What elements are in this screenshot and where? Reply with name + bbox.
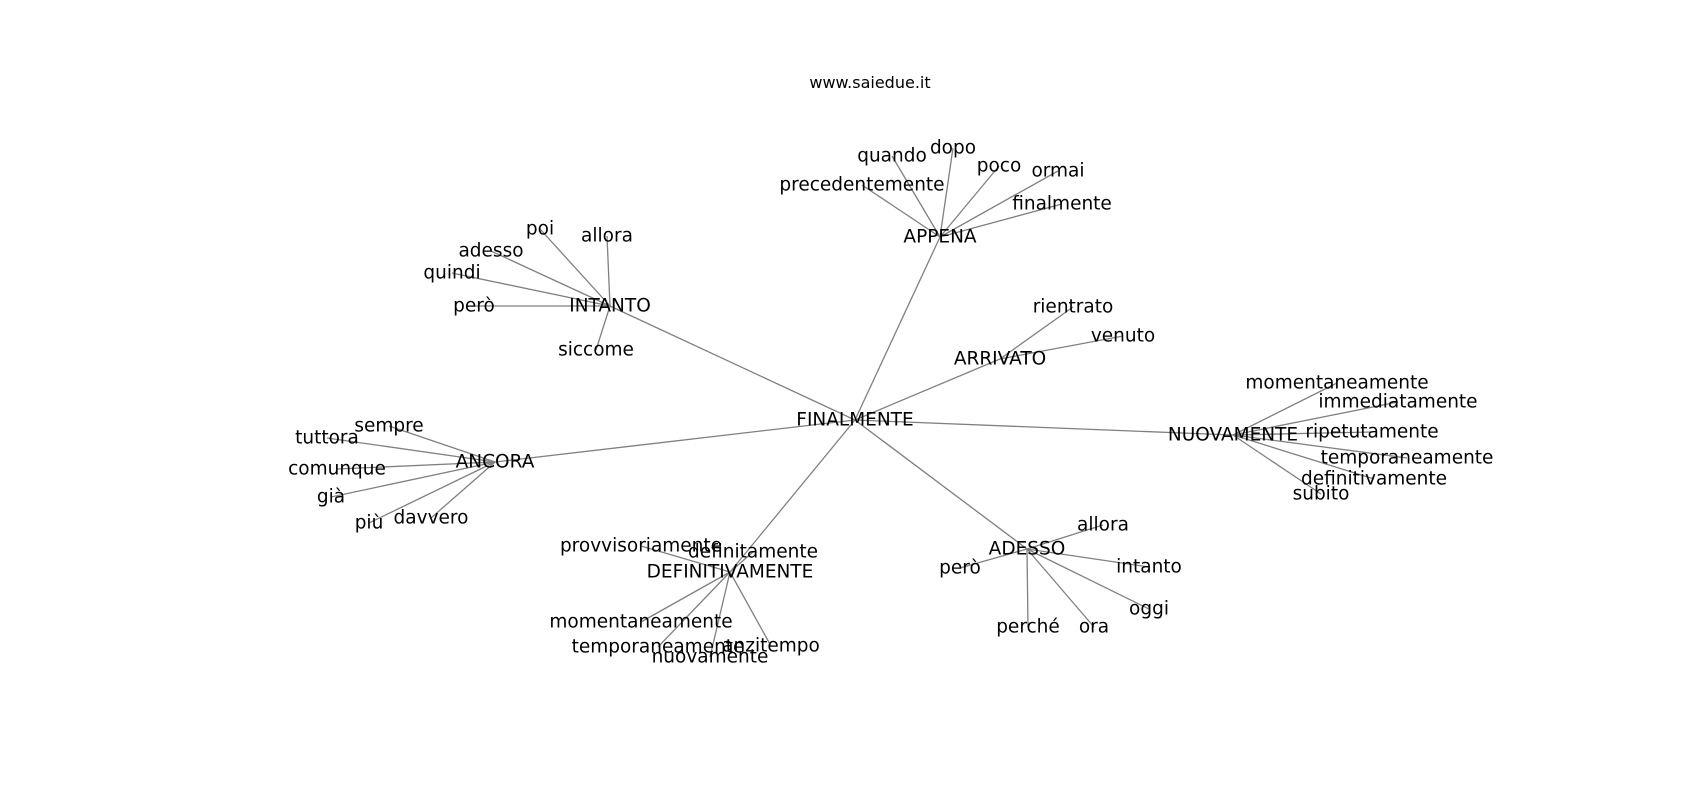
node-ancora: ANCORA (456, 452, 535, 473)
node-adesso-perche: perché (996, 617, 1060, 638)
node-def-definitamente: definitamente (688, 542, 818, 563)
edge-definitivamente-def_provvisoriamente (640, 545, 731, 573)
edge-intanto-intanto_adesso (490, 250, 611, 307)
edge-nuovamente-nuov_subito (1232, 434, 1322, 495)
node-intanto-siccome: siccome (558, 340, 634, 361)
node-definitivamente: DEFINITIVAMENTE (647, 562, 814, 583)
node-intanto: INTANTO (569, 296, 651, 317)
edge-ancora-ancora_gia (330, 461, 496, 498)
node-def-temporaneamente: temporaneamente (572, 637, 745, 658)
edge-finalmente-ancora (494, 419, 856, 463)
edge-finalmente-definitivamente (729, 419, 856, 573)
edge-definitivamente-def_momentaneamente (640, 571, 731, 623)
edge-ancora-ancora_sempre (388, 425, 496, 463)
node-appena: APPENA (903, 227, 976, 248)
node-appena-ormai: ormai (1031, 161, 1084, 182)
edge-ancora-ancora_comunque (336, 461, 496, 470)
node-intanto-pero: però (453, 296, 495, 317)
node-appena-quando: quando (857, 146, 927, 167)
node-nuov-subito: subito (1293, 484, 1350, 505)
node-intanto-poi: poi (526, 219, 554, 240)
edge-adesso-adesso_pero (959, 548, 1028, 569)
edge-arrivato-arrivato_rientrato (999, 306, 1074, 360)
node-finalmente: FINALMENTE (796, 410, 913, 431)
node-def-momentaneamente: momentaneamente (549, 612, 732, 633)
edge-adesso-adesso_perche (1026, 548, 1029, 628)
node-ancora-sempre: sempre (354, 416, 423, 437)
node-arrivato-venuto: venuto (1091, 326, 1155, 347)
edge-appena-appena_quando (891, 155, 941, 238)
edge-nuovamente-nuov_momentaneamente (1232, 382, 1338, 436)
edge-appena-appena_finalmente (939, 203, 1063, 238)
edge-finalmente-appena (854, 236, 941, 421)
node-nuov-definitivamente: definitivamente (1301, 469, 1447, 490)
edge-ancora-ancora_tuttora (326, 437, 496, 463)
node-ancora-piu: più (355, 513, 384, 534)
edge-appena-appena_poco (939, 165, 1000, 238)
node-ancora-tuttora: tuttora (295, 428, 359, 449)
edge-nuovamente-nuov_temporaneamente (1232, 434, 1408, 459)
edge-finalmente-adesso (854, 419, 1028, 550)
node-ancora-comunque: comunque (288, 459, 386, 480)
edge-ancora-ancora_piu (368, 461, 496, 524)
node-ancora-davvero: davvero (394, 508, 469, 529)
edge-appena-appena_dopo (939, 147, 954, 238)
edge-intanto-intanto_quindi (451, 272, 611, 307)
edge-adesso-adesso_allora (1026, 524, 1104, 550)
node-adesso-oggi: oggi (1129, 599, 1169, 620)
node-nuov-momentaneamente: momentaneamente (1245, 373, 1428, 394)
edge-finalmente-nuovamente (854, 419, 1234, 436)
node-arrivato-rientrato: rientrato (1033, 297, 1114, 318)
edge-intanto-intanto_poi (539, 228, 611, 307)
labels-layer: FINALMENTE APPENA INTANTO ARRIVATO NUOVAMENT… (288, 138, 1493, 668)
edge-definitivamente-def_nuovamente (709, 571, 731, 658)
edge-nuovamente-nuov_ripetutamente (1232, 431, 1373, 436)
edge-nuovamente-nuov_immediatamente (1232, 401, 1399, 436)
edge-arrivato-arrivato_venuto (999, 335, 1124, 360)
edge-adesso-adesso_ora (1026, 548, 1095, 628)
node-def-provvisoriamente: provvisoriamente (560, 536, 722, 557)
edge-intanto-intanto_allora (606, 235, 611, 307)
node-def-nuovamente: nuovamente (652, 647, 769, 668)
edge-finalmente-intanto (609, 305, 856, 421)
node-arrivato: ARRIVATO (954, 349, 1046, 370)
node-adesso-intanto: intanto (1116, 557, 1182, 578)
node-nuov-temporaneamente: temporaneamente (1321, 448, 1494, 469)
edge-finalmente-arrivato (854, 358, 1001, 421)
edges-layer (326, 147, 1408, 658)
node-appena-dopo: dopo (930, 138, 976, 159)
node-adesso-allora: allora (1077, 515, 1129, 536)
edge-appena-appena_ormai (939, 170, 1059, 238)
edge-definitivamente-def_temporaneamente (657, 571, 731, 648)
node-intanto-adesso: adesso (458, 241, 523, 262)
node-nuovamente: NUOVAMENTE (1168, 425, 1298, 446)
graph-title: www.saiedue.it (809, 73, 930, 92)
node-def-anzitempo: anzitempo (722, 636, 820, 657)
node-adesso-pero: però (939, 558, 981, 579)
edge-intanto-intanto_siccome (595, 305, 611, 351)
node-appena-poco: poco (977, 156, 1022, 177)
edge-definitivamente-def_definitamente (729, 551, 754, 573)
edge-nuovamente-nuov_definitivamente (1232, 434, 1375, 480)
edge-adesso-adesso_oggi (1026, 548, 1150, 610)
edge-definitivamente-def_anzitempo (729, 571, 772, 647)
node-nuov-ripetutamente: ripetutamente (1305, 422, 1438, 443)
node-nuov-immediatamente: immediatamente (1318, 392, 1477, 413)
node-appena-finalmente: finalmente (1012, 194, 1112, 215)
edge-adesso-adesso_intanto (1026, 548, 1150, 568)
node-appena-precedentemente: precedentemente (779, 175, 944, 196)
edge-ancora-ancora_davvero (430, 461, 496, 519)
node-intanto-quindi: quindi (423, 263, 480, 284)
edge-appena-appena_precedentemente (861, 184, 941, 238)
node-ancora-gia: già (317, 487, 345, 508)
node-intanto-allora: allora (581, 226, 633, 247)
node-adesso-ora: ora (1079, 617, 1109, 638)
node-adesso: ADESSO (989, 539, 1066, 560)
